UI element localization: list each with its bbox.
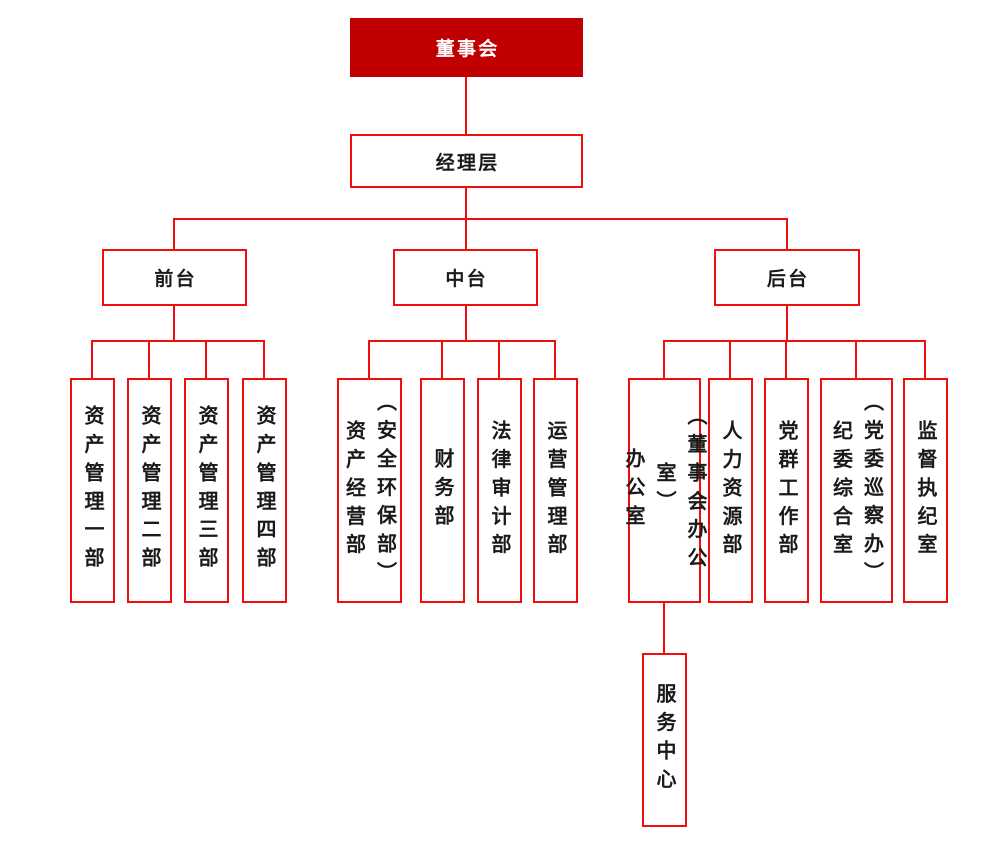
node-middle-office: 中台 bbox=[393, 249, 538, 306]
node-asset-mgmt-dept-3-label: 资产管理三部 bbox=[195, 405, 219, 576]
node-general-office: （董事会办公室） 办公室 bbox=[622, 378, 708, 603]
node-back-office: 后台 bbox=[714, 249, 860, 306]
node-asset-mgmt-dept-1-label: 资产管理一部 bbox=[81, 405, 105, 576]
node-asset-mgmt-dept-3: 资产管理三部 bbox=[184, 378, 229, 603]
node-party-mass-work-dept-label: 党群工作部 bbox=[775, 419, 799, 562]
connector-bus-front bbox=[91, 340, 265, 342]
connector-stub-finance bbox=[441, 340, 443, 378]
connector-middle-down bbox=[465, 306, 467, 342]
node-discipline-office-label: （党委巡察办） 纪委综合室 bbox=[829, 391, 885, 590]
connector-front-down bbox=[173, 306, 175, 342]
connector-stub-legal bbox=[498, 340, 500, 378]
node-party-mass-work-dept: 党群工作部 bbox=[764, 378, 809, 603]
connector-stub-middle bbox=[465, 218, 467, 249]
connector-stub-back bbox=[786, 218, 788, 249]
connector-stub-supervision bbox=[924, 340, 926, 378]
connector-stub-hr bbox=[729, 340, 731, 378]
node-middle-office-label: 中台 bbox=[445, 268, 488, 290]
connector-stub-asset3 bbox=[205, 340, 207, 378]
connector-management-down bbox=[465, 188, 467, 219]
node-back-office-label: 后台 bbox=[766, 268, 810, 290]
node-legal-audit-dept-label: 法律审计部 bbox=[488, 419, 512, 562]
node-discipline-office: （党委巡察办） 纪委综合室 bbox=[820, 378, 893, 603]
node-management: 经理层 bbox=[350, 134, 583, 188]
node-front-office-label: 前台 bbox=[154, 268, 197, 290]
node-asset-operation-dept-label: （安全环保部） 资产经营部 bbox=[342, 391, 398, 590]
node-asset-mgmt-dept-1: 资产管理一部 bbox=[70, 378, 115, 603]
node-legal-audit-dept: 法律审计部 bbox=[477, 378, 522, 603]
connector-office-service-center bbox=[663, 603, 665, 653]
connector-stub-party bbox=[785, 340, 787, 378]
connector-stub-asset2 bbox=[148, 340, 150, 378]
node-asset-mgmt-dept-4-label: 资产管理四部 bbox=[253, 405, 277, 576]
node-board: 董事会 bbox=[350, 18, 583, 77]
node-asset-operation-dept: （安全环保部） 资产经营部 bbox=[337, 378, 402, 603]
node-management-label: 经理层 bbox=[435, 151, 500, 174]
connector-bus-middle bbox=[368, 340, 556, 342]
connector-bus-back bbox=[663, 340, 926, 342]
connector-stub-asset1 bbox=[91, 340, 93, 378]
node-asset-mgmt-dept-4: 资产管理四部 bbox=[242, 378, 287, 603]
connector-stub-discipline bbox=[855, 340, 857, 378]
node-general-office-label: （董事会办公室） 办公室 bbox=[622, 405, 708, 576]
node-finance-dept-label: 财务部 bbox=[431, 447, 455, 534]
connector-board-management bbox=[465, 77, 467, 134]
node-supervision-office: 监督执纪室 bbox=[903, 378, 948, 603]
node-operations-mgmt-dept-label: 运营管理部 bbox=[544, 419, 568, 562]
connector-stub-front bbox=[173, 218, 175, 249]
node-operations-mgmt-dept: 运营管理部 bbox=[533, 378, 578, 603]
node-front-office: 前台 bbox=[102, 249, 247, 306]
node-board-label: 董事会 bbox=[435, 38, 500, 60]
node-supervision-office-label: 监督执纪室 bbox=[914, 419, 938, 562]
connector-stub-assetop bbox=[368, 340, 370, 378]
node-asset-mgmt-dept-2-label: 资产管理二部 bbox=[138, 405, 162, 576]
node-hr-dept-label: 人力资源部 bbox=[719, 419, 743, 562]
connector-stub-asset4 bbox=[263, 340, 265, 378]
connector-bus-level2 bbox=[173, 218, 788, 220]
connector-back-down bbox=[786, 306, 788, 342]
node-finance-dept: 财务部 bbox=[420, 378, 465, 603]
connector-stub-operations bbox=[554, 340, 556, 378]
connector-stub-office bbox=[663, 340, 665, 378]
node-service-center: 服务中心 bbox=[642, 653, 687, 827]
node-service-center-label: 服务中心 bbox=[653, 683, 677, 797]
node-hr-dept: 人力资源部 bbox=[708, 378, 753, 603]
node-asset-mgmt-dept-2: 资产管理二部 bbox=[127, 378, 172, 603]
